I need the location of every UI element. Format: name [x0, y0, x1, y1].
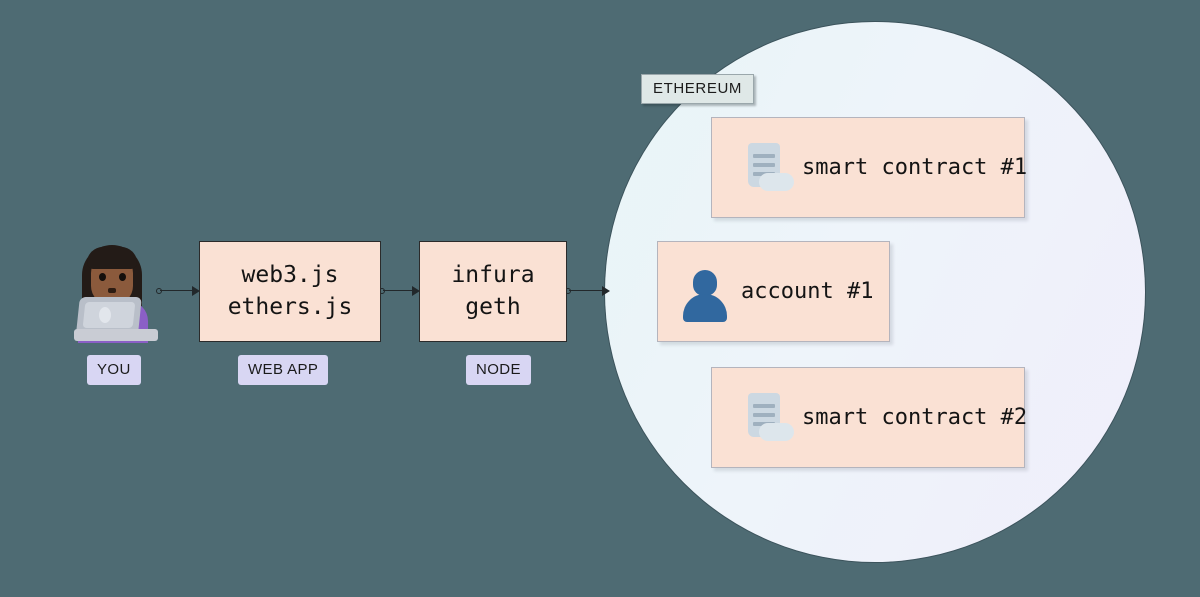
ethereum-label: ETHEREUM	[641, 74, 754, 104]
flow-box-line-1: infura	[451, 262, 535, 289]
role-tag-you: YOU	[87, 355, 141, 385]
connector-node-to-ethereum	[565, 284, 610, 298]
flow-box-node[interactable]: infura geth	[419, 241, 567, 342]
entity-card-smart-contract-2[interactable]: smart contract #2	[711, 367, 1028, 468]
role-tag-web-app: WEB APP	[238, 355, 329, 385]
flow-box-line-1: web3.js	[241, 262, 339, 289]
flow-box-line-2: ethers.js	[227, 293, 353, 320]
woman-technologist-icon	[74, 243, 158, 343]
document-icon	[746, 142, 794, 193]
user-icon	[681, 269, 729, 322]
entity-label: smart contract #1	[802, 155, 1028, 180]
flow-box-web-app[interactable]: web3.js ethers.js	[199, 241, 381, 342]
entity-label: account #1	[741, 279, 874, 304]
entity-label: smart contract #2	[802, 405, 1028, 430]
connector-you-to-webapp	[156, 284, 200, 298]
document-icon	[746, 392, 794, 443]
entity-card-smart-contract-1[interactable]: smart contract #1	[711, 117, 1028, 218]
role-tag-node: NODE	[466, 355, 531, 385]
flow-box-line-2: geth	[465, 293, 521, 320]
connector-webapp-to-node	[379, 284, 420, 298]
entity-card-account-1[interactable]: account #1	[657, 241, 890, 342]
